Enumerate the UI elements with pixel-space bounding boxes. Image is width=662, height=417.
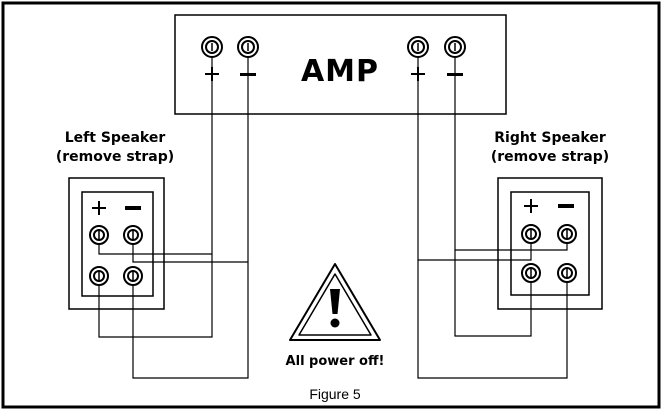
left-speaker-terminal-top-left <box>89 225 109 245</box>
right-speaker-terminal-bottom-left <box>521 263 541 283</box>
left-speaker-terminal-bottom-right <box>123 266 143 286</box>
wire-amp-left-positive <box>98 57 213 255</box>
left-speaker-terminal-bottom-left <box>89 266 109 286</box>
wire-amp-left-negative <box>132 57 249 263</box>
right-speaker-inner <box>510 191 590 296</box>
left-speaker-terminal-top-right <box>123 225 143 245</box>
warning-triangle-icon <box>289 263 381 341</box>
left-speaker-inner <box>81 191 154 297</box>
wire-amp-right-negative <box>454 57 568 251</box>
wire-right-negative-to-external <box>417 260 568 379</box>
wire-right-positive-to-external <box>454 250 532 337</box>
left-speaker-subtitle: (remove strap) <box>55 149 175 165</box>
left-speaker-title: Left Speaker <box>64 130 166 146</box>
amp-terminal-right-negative <box>444 36 466 58</box>
left-speaker-minus-icon <box>125 206 141 210</box>
wire-left-negative-to-external <box>132 262 249 379</box>
right-speaker-minus-icon <box>558 204 574 208</box>
amp-terminal-right-positive <box>407 36 429 58</box>
right-speaker-outer <box>497 177 603 310</box>
amp-box <box>174 14 507 115</box>
right-speaker-title: Right Speaker <box>494 130 606 146</box>
left-speaker-outer <box>68 177 165 310</box>
right-speaker-subtitle: (remove strap) <box>490 149 610 165</box>
amp-label: AMP <box>300 54 380 89</box>
wire-amp-right-positive <box>417 57 532 261</box>
figure-caption: Figure 5 <box>309 386 361 402</box>
amp-terminal-left-positive <box>201 36 223 58</box>
right-speaker-terminal-bottom-right <box>557 263 577 283</box>
wire-left-positive-to-external <box>98 254 213 338</box>
right-speaker-plus-icon <box>524 199 538 213</box>
amp-terminal-left-negative <box>237 36 259 58</box>
right-speaker-terminal-top-right <box>557 224 577 244</box>
left-speaker-plus-icon <box>92 201 106 215</box>
warning-text: All power off! <box>285 354 385 369</box>
right-speaker-terminal-top-left <box>521 224 541 244</box>
figure-frame <box>1 1 661 409</box>
